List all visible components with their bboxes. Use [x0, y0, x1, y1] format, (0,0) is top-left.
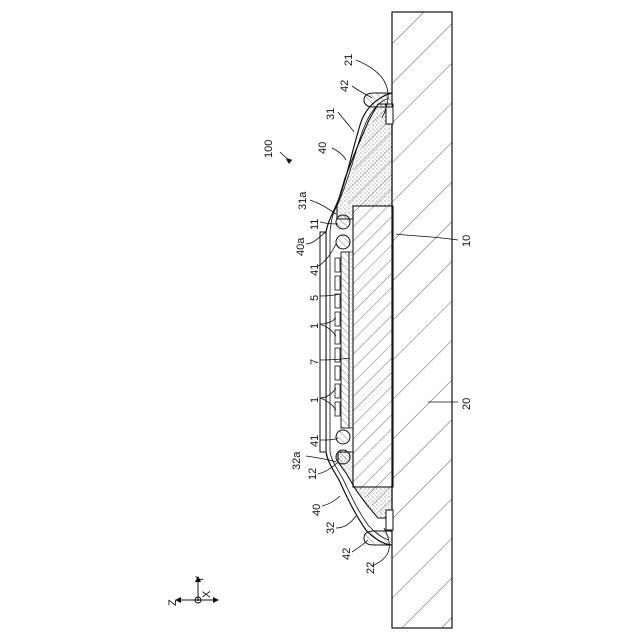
label-20: 20	[461, 398, 473, 410]
label-42-bottom: 42	[341, 548, 353, 560]
label-11: 11	[309, 219, 321, 230]
label-41-bottom: 41	[309, 435, 321, 447]
block-10	[353, 206, 393, 487]
axis-x-label: X	[201, 590, 213, 598]
base-plate-20	[392, 12, 452, 628]
label-1-bottom: 1	[309, 397, 321, 403]
axis-z-label: Z	[167, 599, 179, 606]
bead-41-top	[336, 235, 350, 249]
stack-layer-5	[341, 252, 349, 428]
label-40a: 40a	[295, 237, 307, 256]
label-1-top: 1	[309, 323, 321, 329]
label-10: 10	[461, 235, 473, 247]
label-42-top: 42	[339, 80, 351, 92]
label-40-top: 40	[317, 142, 329, 154]
stack-layer-7	[349, 252, 353, 428]
label-31: 31	[325, 108, 337, 120]
label-22: 22	[365, 562, 377, 574]
bead-11	[336, 215, 350, 229]
axis-y-label: Y	[194, 575, 206, 583]
label-32a: 32a	[291, 451, 303, 470]
label-5: 5	[309, 295, 321, 301]
bead-12	[336, 450, 350, 464]
label-100: 100	[263, 140, 275, 158]
axis-x-arrow	[213, 597, 219, 603]
bead-41-bottom	[336, 430, 350, 444]
label-12: 12	[307, 468, 319, 480]
label-40-bottom: 40	[311, 504, 323, 516]
label-32: 32	[325, 522, 337, 534]
notch-22	[386, 510, 393, 530]
label-41-top: 41	[309, 264, 321, 276]
stack-cells-1	[335, 258, 340, 416]
axis-origin-dot	[197, 599, 199, 601]
label-7: 7	[309, 359, 321, 365]
label-21: 21	[343, 54, 355, 66]
label-31a: 31a	[297, 191, 309, 210]
